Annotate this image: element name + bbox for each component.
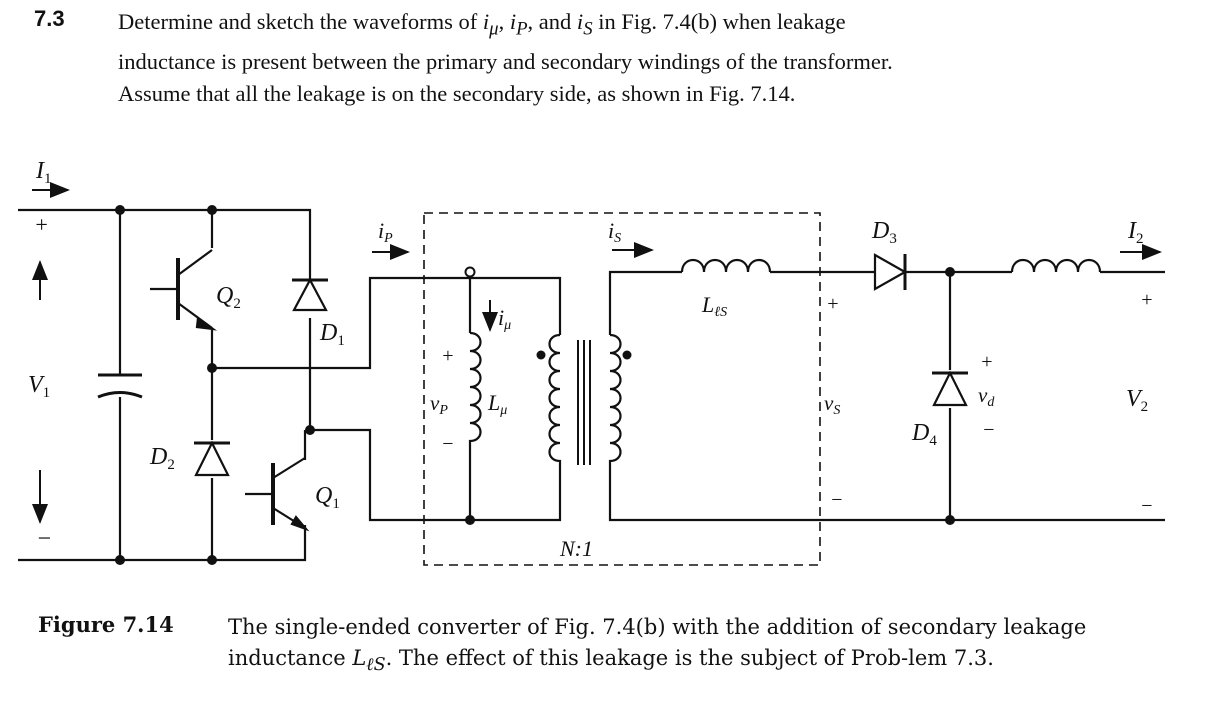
current-arrows <box>32 182 1162 524</box>
label-vp: vP <box>430 391 448 418</box>
plus-vp: + <box>441 345 455 367</box>
label-vs: vS <box>824 391 840 418</box>
caption-l: L <box>352 646 367 670</box>
caption-text-b: . The effect of this leakage is the subj… <box>385 646 994 670</box>
magnetizing-inductor <box>468 331 482 475</box>
problem-line3: Assume that all the leakage is on the se… <box>118 80 796 106</box>
var-i-p: i <box>509 9 517 34</box>
plus-vs: + <box>826 293 840 315</box>
problem-line1-start: Determine and sketch the waveforms of <box>118 9 478 34</box>
problem-number: 7.3 <box>34 6 65 31</box>
plus-output: + <box>1140 289 1154 311</box>
transformer-model-box <box>423 212 821 566</box>
diode-d2 <box>194 440 230 477</box>
caption-label: Figure 7.14 <box>38 612 174 637</box>
sub-p: P <box>516 18 528 40</box>
polarity-dot-primary <box>536 350 546 360</box>
label-i2: I2 <box>1127 218 1144 247</box>
label-v1: V1 <box>28 372 50 401</box>
plus-vd: + <box>980 351 994 373</box>
minus-output: − <box>1140 495 1154 517</box>
label-ip: iP <box>378 218 393 246</box>
label-i1: I1 <box>35 158 52 187</box>
label-vd: vd <box>978 383 995 410</box>
transformer-secondary-winding <box>608 333 622 475</box>
sub-s: S <box>583 18 593 40</box>
leakage-inductor <box>680 258 772 273</box>
output-inductor <box>1010 258 1102 273</box>
and-word: , and <box>527 9 572 34</box>
diode-d3 <box>873 253 908 291</box>
converter-circuit-diagram: I1 + − V1 Q2 Q1 D1 D2 iP iμ + vP − Lμ N:… <box>18 158 1165 566</box>
circuit-wires <box>18 208 1165 562</box>
junction-dots <box>115 205 955 565</box>
transformer-primary-winding <box>548 333 562 475</box>
caption-l-sub: ℓS <box>366 655 386 676</box>
problem-text: Determine and sketch the waveforms of iμ… <box>118 9 893 106</box>
transformer-core <box>577 340 591 465</box>
label-d4: D4 <box>911 420 937 449</box>
caption-text: The single-ended converter of Fig. 7.4(b… <box>228 612 1188 681</box>
label-d1: D1 <box>319 320 345 349</box>
label-v2: V2 <box>1126 386 1148 415</box>
label-les: LℓS <box>701 292 727 320</box>
minus-vp: − <box>441 433 455 455</box>
label-q2: Q2 <box>216 283 241 312</box>
label-imu: iμ <box>498 305 511 333</box>
input-capacitor <box>97 373 143 399</box>
polarity-dot-secondary <box>622 350 632 360</box>
minus-vd: − <box>982 419 996 441</box>
problem-line1-end: in Fig. 7.4(b) when leakage <box>598 9 846 34</box>
transistor-q1 <box>245 457 310 532</box>
label-lmu: Lμ <box>487 390 507 418</box>
problem-line2: inductance is present between the primar… <box>118 48 893 74</box>
label-d3: D3 <box>871 218 897 247</box>
minus-input: − <box>36 526 52 552</box>
diode-d1 <box>292 277 328 312</box>
label-q1: Q1 <box>315 483 340 512</box>
minus-vs: − <box>830 489 844 511</box>
plus-input: + <box>34 212 49 237</box>
label-d2: D2 <box>149 444 175 473</box>
label-turns-ratio: N:1 <box>559 536 593 561</box>
label-is: iS <box>608 218 621 246</box>
var-i-mu: i <box>482 9 490 34</box>
var-i-s: i <box>576 9 584 34</box>
caption-text-a: The single-ended converter of Fig. 7.4(b… <box>228 615 1087 670</box>
transistor-q2 <box>150 249 218 331</box>
diode-d4 <box>932 370 968 407</box>
sub-mu: μ <box>489 18 499 40</box>
